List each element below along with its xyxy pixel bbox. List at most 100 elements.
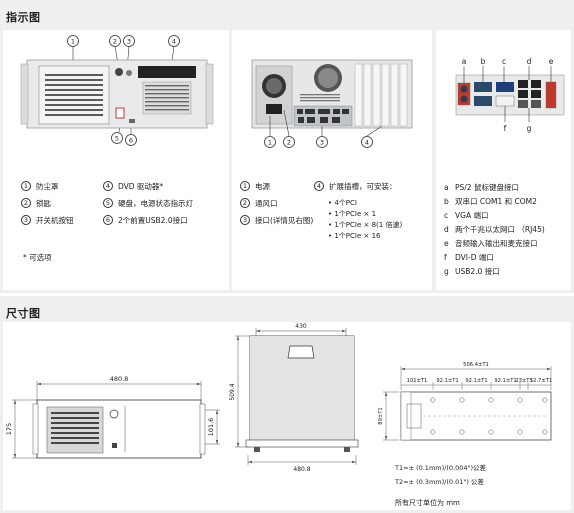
- legend-letter: b: [444, 196, 449, 206]
- rear-callout-markers: [264, 136, 373, 148]
- legend-item: 6 2个前置USB2.0接口: [103, 214, 227, 226]
- legend-label: 防尘罩: [36, 181, 59, 191]
- legend-label: 电源: [255, 181, 270, 191]
- legend-label: 双串口 COM1 和 COM2: [455, 196, 537, 206]
- indicator-title: 指示图: [6, 11, 41, 24]
- legend-number: 6: [103, 215, 113, 225]
- front-inner-height-label: 101.6: [207, 418, 215, 437]
- side-top-label: 430: [295, 323, 307, 330]
- legend-number: 3: [21, 215, 31, 225]
- io-callout-d: d: [527, 57, 532, 66]
- front-width-label: 480.8: [110, 375, 129, 383]
- rear-callout-3: 3: [320, 138, 324, 146]
- dimensions-panel: 480.8 175 101.6 430 509.4 480.8: [3, 322, 571, 510]
- front-callout-6: 6: [129, 136, 133, 144]
- top-segment-2: 92.1±T1: [436, 378, 458, 384]
- legend-number: 4: [314, 181, 324, 191]
- rear-view-panel: 1 2 3 4 1 电源 2 通风口 3 接口(详情见右图) 4 扩展插槽，可安装： •…: [232, 30, 432, 290]
- dimensions-title: 尺寸图: [6, 307, 41, 320]
- front-legend-col-2: 4 DVD 驱动器* 5 硬盘，电源状态指示灯 6 2个前置USB2.0接口: [103, 180, 227, 231]
- legend-item: e 音频输入输出和麦克接口: [444, 238, 569, 248]
- legend-item: 3 开关机按钮: [21, 214, 111, 226]
- rear-chassis-illustration: 1 2 3 4: [251, 59, 413, 148]
- legend-item: 1 防尘罩: [21, 180, 111, 192]
- legend-label: 硬盘，电源状态指示灯: [118, 198, 193, 208]
- rear-callout-4: 4: [365, 138, 369, 146]
- front-callout-1: 1: [71, 37, 75, 45]
- legend-number: 2: [240, 198, 250, 208]
- tolerance-t1: T1=± (0.1mm)/(0.004")公差: [395, 464, 486, 472]
- legend-label: 接口(详情见右图): [255, 215, 314, 225]
- side-bottom-label: 480.8: [293, 466, 310, 473]
- front-height-label: 175: [5, 423, 13, 435]
- front-callout-5: 5: [115, 134, 119, 142]
- legend-item: 3 接口(详情见右图): [240, 214, 316, 226]
- io-callout-e: e: [549, 57, 554, 66]
- legend-label: 通风口: [255, 198, 278, 208]
- legend-label: DVD 驱动器*: [118, 181, 164, 191]
- legend-item: b 双串口 COM1 和 COM2: [444, 196, 569, 206]
- rear-callout-1: 1: [268, 138, 272, 146]
- legend-label: USB2.0 接口: [455, 266, 500, 276]
- legend-number: 1: [21, 181, 31, 191]
- legend-letter: d: [444, 224, 449, 234]
- legend-label: DVI-D 端口: [455, 252, 494, 262]
- front-callout-markers: [67, 35, 180, 146]
- rear-callout-2: 2: [287, 138, 291, 146]
- top-total-label: 506.4±T1: [463, 362, 489, 368]
- legend-label: 开关机按钮: [36, 215, 74, 225]
- legend-letter: f: [444, 252, 447, 262]
- legend-number: 3: [240, 215, 250, 225]
- legend-item: 4 DVD 驱动器*: [103, 180, 227, 192]
- legend-letter: c: [444, 210, 449, 220]
- side-height-label: 509.4: [229, 383, 236, 400]
- legend-item: c VGA 端口: [444, 210, 569, 220]
- legend-item: f DVI-D 端口: [444, 252, 569, 262]
- io-callout-a: a: [462, 57, 467, 66]
- rear-legend-col-1: 1 电源 2 通风口 3 接口(详情见右图): [240, 180, 316, 231]
- slot-item: • 4个PCI: [328, 198, 357, 207]
- legend-number: 1: [240, 181, 250, 191]
- io-callout-b: b: [481, 57, 486, 66]
- front-callout-3: 3: [127, 37, 131, 45]
- legend-number: 4: [103, 181, 113, 191]
- legend-number: 5: [103, 198, 113, 208]
- legend-label: 扩展插槽，可安装：: [329, 181, 397, 191]
- legend-item: 1 电源: [240, 180, 316, 192]
- io-ports-illustration: a b c d e f g: [455, 57, 565, 133]
- top-segment-4: 92.1±T1: [494, 378, 516, 384]
- front-callout-2: 2: [113, 37, 117, 45]
- legend-letter: g: [444, 266, 449, 276]
- optional-note: * 可选项: [23, 253, 52, 262]
- front-callout-4: 4: [172, 37, 176, 45]
- tolerance-t2: T2=± (0.3mm)/(0.01") 公差: [395, 478, 484, 486]
- legend-label: 2个前置USB2.0接口: [118, 215, 188, 225]
- unit-note: 所有尺寸单位为 mm: [395, 499, 460, 507]
- slot-item: • 1个PCIe × 8(1 倍速): [328, 220, 403, 229]
- slot-item: • 1个PCIe × 16: [328, 231, 381, 240]
- top-left-label: 89±T1: [378, 407, 384, 424]
- front-chassis-illustration: 1 2 3 4 5 6: [20, 35, 214, 146]
- legend-letter: e: [444, 238, 449, 248]
- legend-item: 5 硬盘，电源状态指示灯: [103, 197, 227, 209]
- legend-label: PS/2 鼠标键盘接口: [455, 182, 519, 192]
- io-callout-c: c: [502, 57, 506, 66]
- front-dimension-drawing: 480.8 175 101.6: [5, 375, 220, 459]
- top-dimension-drawing: 506.4±T1 101±T1 92.1±T1 92.1±T1 92.1±T1 …: [378, 362, 552, 441]
- side-dimension-drawing: 430 509.4 480.8: [229, 323, 359, 473]
- legend-label: VGA 端口: [455, 210, 489, 220]
- legend-label: 锁匙: [36, 198, 51, 208]
- legend-item: g USB2.0 接口: [444, 266, 569, 276]
- front-legend-col-1: 1 防尘罩 2 锁匙 3 开关机按钮: [21, 180, 111, 231]
- legend-item: 2 锁匙: [21, 197, 111, 209]
- legend-label: 音频输入输出和麦克接口: [455, 238, 538, 248]
- legend-number: 2: [21, 198, 31, 208]
- top-segment-5: 23±T1: [515, 378, 532, 384]
- top-segment-6: 52.7±T1: [530, 378, 552, 384]
